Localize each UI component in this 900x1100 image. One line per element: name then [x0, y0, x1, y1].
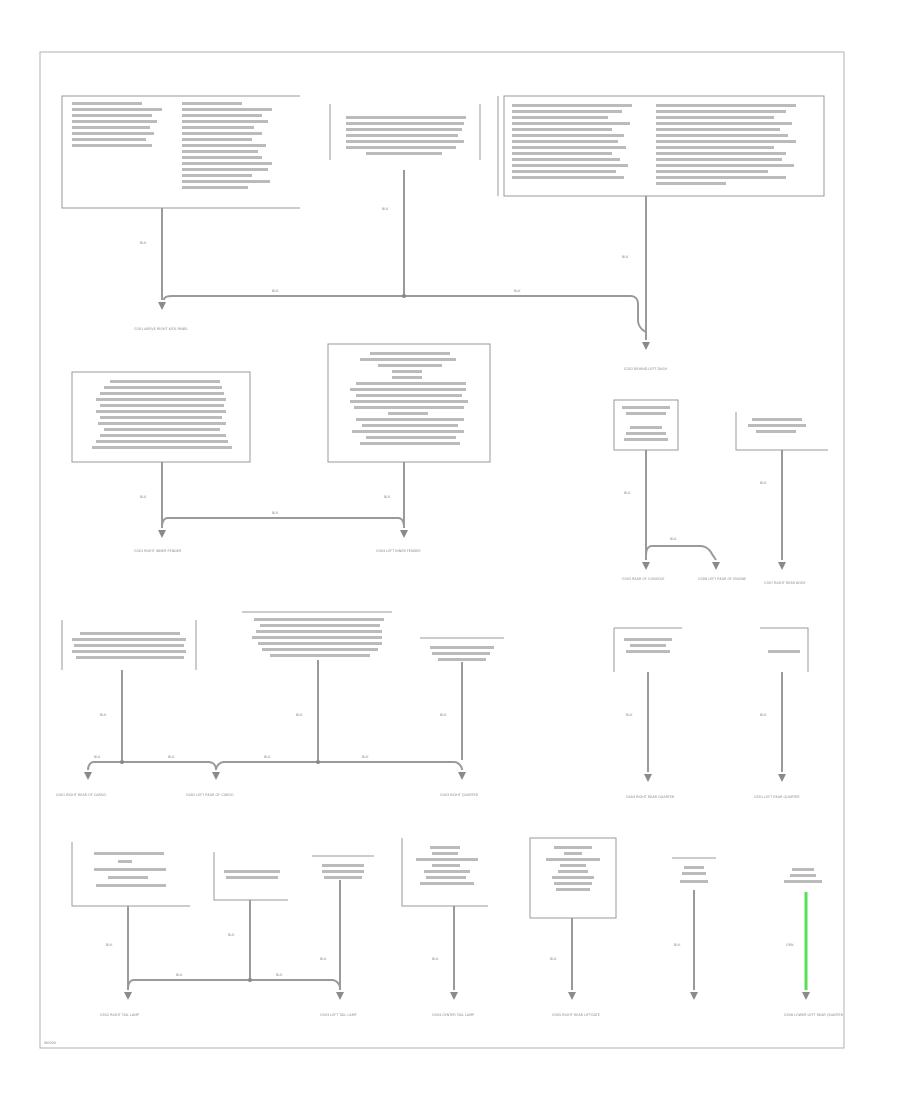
- component-box-row3-left: [61, 620, 197, 670]
- wire-label: BLK: [674, 943, 681, 947]
- wire-label: BLK: [382, 207, 389, 211]
- component-box-top-right: [497, 95, 825, 197]
- ground-label: G503 LEFT TAIL LAMP: [320, 1013, 357, 1017]
- wire-label: BLK: [550, 957, 557, 961]
- wire-label: BLK: [760, 481, 767, 485]
- ground-label: G403 RIGHT QUARTER: [440, 793, 479, 797]
- wire-label: BLK: [760, 713, 767, 717]
- component-box-row2-right-b: [735, 412, 828, 451]
- ground-label: G401 RIGHT REAR OF CARGO: [56, 793, 106, 797]
- wire-label: BLK: [272, 511, 279, 515]
- component-box-row3-right-a: [613, 627, 682, 672]
- ground-label: G506 LOWER LEFT REAR QUARTER: [784, 1013, 844, 1017]
- diagram-frame: [39, 51, 845, 1049]
- diagram-footer-code: W0000: [44, 1041, 56, 1045]
- wires-bottom: [124, 880, 810, 1000]
- ground-label: G305 REAR OF CONSOLE: [622, 577, 665, 581]
- component-box-row2-right-a: [613, 399, 679, 451]
- component-box-row3-center: [242, 611, 392, 657]
- ground-label: G404 RIGHT REAR QUARTER: [626, 795, 675, 799]
- wire-label: BLK: [624, 491, 631, 495]
- ground-label: G303 RIGHT INNER FENDER: [134, 549, 182, 553]
- wire-label: BLK: [94, 755, 101, 759]
- component-box-row2-center: [327, 343, 491, 463]
- wire-label: BLK: [622, 255, 629, 259]
- ground-label: G501 LEFT REAR QUARTER: [754, 795, 800, 799]
- ground-label: G505 RIGHT REAR LIFTGATE: [552, 1013, 600, 1017]
- component-box-bottom-5: [529, 837, 617, 919]
- component-box-row2-left: [71, 371, 251, 463]
- component-box-bottom-2: [213, 852, 288, 901]
- wire-label: GRN: [786, 943, 794, 947]
- wire-label: BLK: [440, 713, 447, 717]
- ground-label: G402 LEFT REAR OF CARGO: [186, 793, 234, 797]
- wire-label: BLK: [228, 933, 235, 937]
- wire-label: BLK: [100, 713, 107, 717]
- wire-label: BLK: [168, 755, 175, 759]
- wire-label: BLK: [272, 289, 279, 293]
- wires-top: [158, 170, 650, 350]
- wire-label: BLK: [140, 495, 147, 499]
- component-box-top-left: [61, 95, 300, 209]
- ground-label: G302 BEHIND LEFT DASH: [624, 367, 668, 371]
- ground-label: G301 ABOVE RIGHT KICK PANEL: [134, 327, 188, 331]
- component-box-bottom-1: [71, 842, 190, 907]
- wire-label: BLK: [296, 713, 303, 717]
- wire-label: BLK: [432, 957, 439, 961]
- wire-label: BLK: [264, 755, 271, 759]
- wire-label: BLK: [140, 241, 147, 245]
- component-box-bottom-7: [784, 868, 822, 883]
- ground-label: G304 LEFT INNER FENDER: [376, 549, 421, 553]
- ground-label: G307 RIGHT REAR BODY: [764, 581, 806, 585]
- ground-label: G504 CENTER TAIL LAMP: [432, 1013, 474, 1017]
- wire-label: BLK: [384, 495, 391, 499]
- ground-label: G306 LEFT REAR OF ENGINE: [698, 577, 746, 581]
- wires-row3: [84, 660, 786, 782]
- wire-label: BLK: [276, 973, 283, 977]
- wires-row2: [158, 450, 786, 570]
- wire-label: BLK: [362, 755, 369, 759]
- component-box-top-center: [329, 104, 481, 160]
- wire-label: BLK: [670, 537, 677, 541]
- component-box-bottom-3: [312, 855, 374, 879]
- component-box-row3-mid: [420, 637, 504, 661]
- component-box-row3-right-b: [760, 627, 809, 672]
- wire-label: BLK: [106, 943, 113, 947]
- wire-label: BLK: [514, 289, 521, 293]
- component-box-bottom-4: [401, 838, 488, 907]
- wire-label: BLK: [320, 957, 327, 961]
- ground-label: G502 RIGHT TAIL LAMP: [100, 1013, 139, 1017]
- wire-label: BLK: [176, 973, 183, 977]
- component-box-bottom-6: [672, 857, 716, 883]
- wire-label: BLK: [626, 713, 633, 717]
